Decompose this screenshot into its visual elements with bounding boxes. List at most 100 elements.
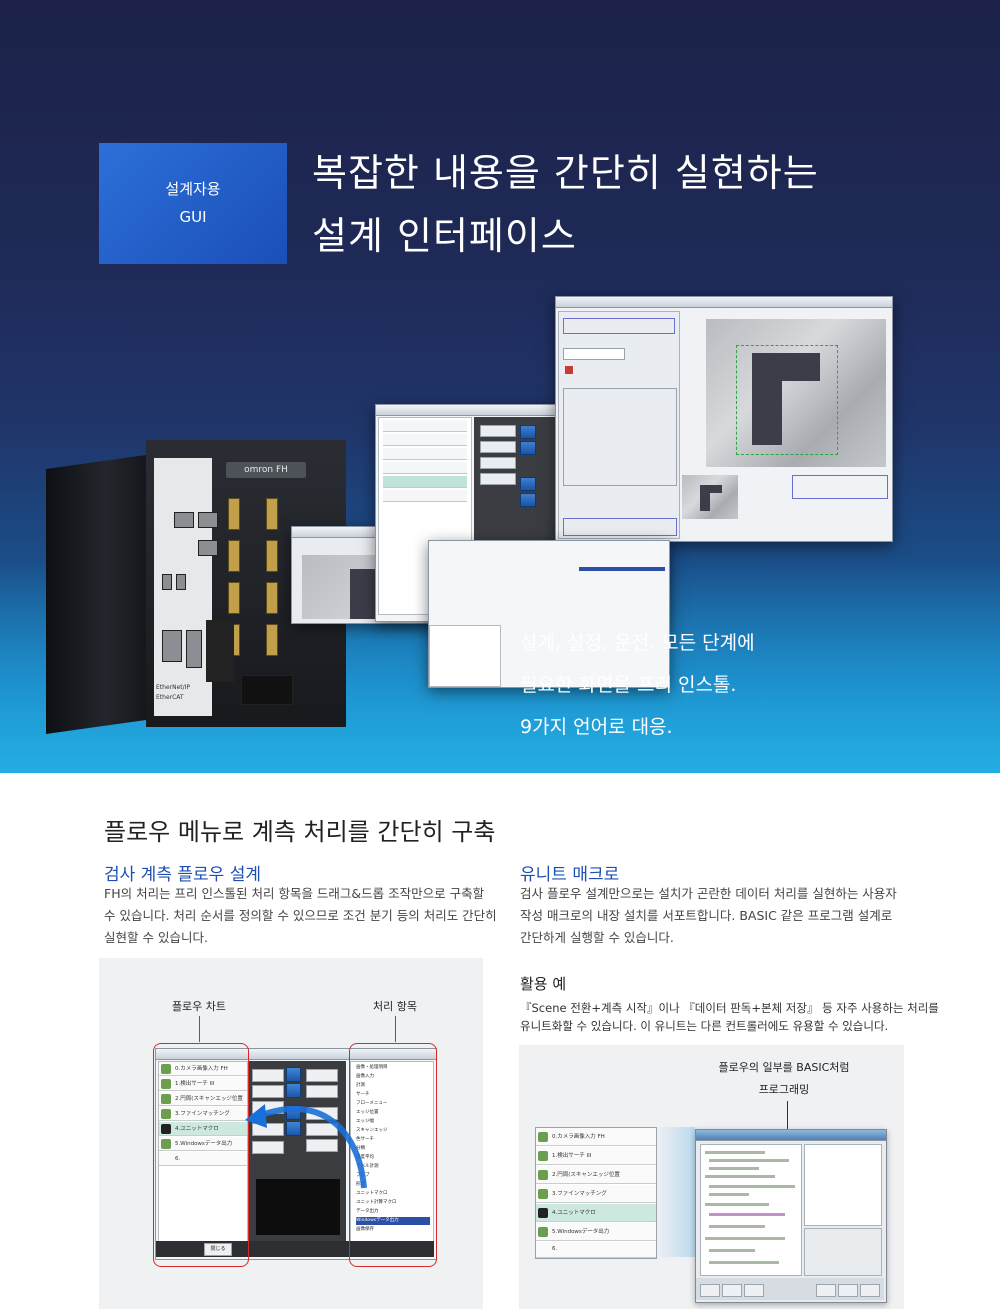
process-items-pointer bbox=[395, 1016, 396, 1042]
device-footer: EtherNet/IP bbox=[156, 684, 191, 691]
tree-item[interactable]: サーチ bbox=[356, 1092, 370, 1097]
side-buttons bbox=[680, 319, 700, 469]
flow-item-selected[interactable]: 4.ユニットマクロ bbox=[536, 1204, 656, 1222]
flow-item[interactable]: 6. bbox=[536, 1242, 656, 1258]
category-tag-line2: GUI bbox=[179, 208, 207, 226]
left-para-line2: 수 있습니다. 처리 순서를 정의할 수 있으므로 조건 분기 등의 처리도 간… bbox=[104, 908, 497, 923]
l-shape-mark bbox=[700, 485, 722, 493]
tool-button[interactable] bbox=[252, 1123, 284, 1136]
flow-editor-figure: 플로우 차트 처리 항목 0.カメラ画像入力 FH 1.検出サーチ III 2.… bbox=[99, 958, 483, 1309]
tree-item[interactable]: 分類 bbox=[356, 1146, 365, 1151]
tree-item[interactable]: ユニット計算マクロ bbox=[356, 1200, 397, 1205]
move-down-icon[interactable] bbox=[286, 1121, 301, 1136]
code-line bbox=[705, 1203, 769, 1206]
caption-pointer bbox=[787, 1101, 788, 1133]
code-editor bbox=[700, 1144, 802, 1276]
flow-editor-window: 0.カメラ画像入力 FH 1.検出サーチ III 2.円周(スキャンエッジ位置 … bbox=[155, 1048, 437, 1260]
tool-button[interactable] bbox=[306, 1139, 338, 1152]
camera-connector bbox=[266, 498, 278, 530]
hero-body-line3: 9가지 언어로 대응. bbox=[520, 716, 673, 738]
left-paragraph: FH의 처리는 프리 인스톨된 처리 항목을 드래그&드롭 조작만으로 구축할 … bbox=[104, 883, 497, 949]
l-shape-mark bbox=[752, 353, 820, 381]
usb-port bbox=[162, 574, 172, 590]
section-title: 플로우 메뉴로 계측 처리를 간단히 구축 bbox=[104, 818, 496, 846]
search-area-group bbox=[563, 388, 677, 486]
tool-button bbox=[480, 473, 516, 485]
flow-item[interactable]: 1.検出サーチ III bbox=[159, 1077, 247, 1091]
arrow-up-icon bbox=[520, 425, 536, 439]
hero-body-line2: 필요한 화면을 프리 인스톨. bbox=[520, 674, 737, 696]
drag-arrow-icon bbox=[245, 1104, 367, 1189]
hero-description: 설계, 설정, 운전. 모든 단계에 필요한 화면을 프리 인스톨. 9가지 언… bbox=[520, 622, 755, 748]
left-para-line1: FH의 처리는 프리 인스톨된 처리 항목을 드래그&드롭 조작만으로 구축할 bbox=[104, 886, 485, 901]
toolbar-button[interactable] bbox=[700, 1284, 720, 1297]
move-down-icon[interactable] bbox=[286, 1083, 301, 1098]
tool-button[interactable] bbox=[306, 1123, 338, 1136]
flow-item-label: 6. bbox=[175, 1156, 181, 1162]
flow-item[interactable]: 1.検出サーチ III bbox=[536, 1147, 656, 1165]
flow-item[interactable]: 5.Windowsデータ出力 bbox=[159, 1137, 247, 1151]
output-icon bbox=[161, 1139, 171, 1149]
window-titlebar bbox=[376, 405, 581, 416]
tree-item[interactable]: 色サーチ bbox=[356, 1137, 374, 1142]
code-line bbox=[709, 1261, 779, 1264]
tree-item[interactable]: 画像・処理項目 bbox=[356, 1065, 388, 1070]
tree-item[interactable]: エッジ幅 bbox=[356, 1119, 374, 1124]
hero-body-line1: 설계, 설정, 운전. 모든 단계에 bbox=[520, 632, 755, 654]
code-line bbox=[709, 1167, 759, 1170]
flow-item[interactable]: 5.Windowsデータ出力 bbox=[536, 1223, 656, 1241]
tool-button[interactable] bbox=[306, 1085, 338, 1098]
tree-item[interactable]: スキャンエッジ bbox=[356, 1128, 388, 1133]
toolbar-button[interactable] bbox=[744, 1284, 764, 1297]
flow-item-label: 0.カメラ画像入力 FH bbox=[552, 1134, 605, 1140]
preview-image bbox=[256, 1179, 340, 1235]
toolbar-button[interactable] bbox=[838, 1284, 858, 1297]
flow-item-selected[interactable]: 4.ユニットマクロ bbox=[159, 1122, 247, 1136]
caption-line2: 프로그래밍 bbox=[758, 1083, 810, 1096]
flow-item[interactable]: 0.カメラ画像入力 FH bbox=[159, 1062, 247, 1076]
matching-icon bbox=[161, 1109, 171, 1119]
matching-icon bbox=[538, 1189, 548, 1199]
flow-item[interactable]: 0.カメラ画像入力 FH bbox=[536, 1128, 656, 1146]
flow-item[interactable]: 6. bbox=[159, 1152, 247, 1166]
right-para-line1: 검사 플로우 설계만으로는 설치가 곤란한 데이터 처리를 실현하는 사용자 bbox=[520, 886, 897, 901]
tree-item[interactable]: フローメニュー bbox=[356, 1101, 388, 1106]
tool-button[interactable] bbox=[252, 1069, 284, 1082]
flow-item[interactable]: 2.円周(スキャンエッジ位置 bbox=[536, 1166, 656, 1184]
toolbar-button[interactable] bbox=[722, 1284, 742, 1297]
io-terminal bbox=[206, 620, 234, 682]
toolbar-button[interactable] bbox=[860, 1284, 880, 1297]
tool-button[interactable] bbox=[252, 1141, 284, 1154]
tree-item[interactable]: 計測 bbox=[356, 1083, 365, 1088]
tree-item[interactable]: 濃度平均 bbox=[356, 1155, 374, 1160]
close-button[interactable]: 閉じる bbox=[204, 1243, 232, 1256]
toolbar-button[interactable] bbox=[816, 1284, 836, 1297]
command-list bbox=[804, 1144, 882, 1226]
flow-item[interactable]: 3.ファインマッチング bbox=[536, 1185, 656, 1203]
tool-button[interactable] bbox=[252, 1085, 284, 1098]
example-line1: 『Scene 전환+계측 시작』이나 『데이터 판독+본체 저장』 등 자주 사… bbox=[520, 1001, 939, 1015]
screenshot-model-settings bbox=[555, 296, 893, 542]
tree-item-selected[interactable]: Windowsデータ出力 bbox=[356, 1217, 430, 1225]
tree-item[interactable]: 画像保存 bbox=[356, 1227, 374, 1232]
ethernet-port bbox=[198, 512, 218, 528]
code-line bbox=[709, 1159, 789, 1162]
tree-item[interactable]: 形状 bbox=[356, 1182, 365, 1187]
tree-item[interactable]: ラベル計測 bbox=[356, 1164, 379, 1169]
mini-flow-list: 0.カメラ画像入力 FH 1.検出サーチ III 2.円周(スキャンエッジ位置 … bbox=[535, 1127, 657, 1259]
window-titlebar bbox=[556, 297, 892, 308]
tree-item[interactable]: ユニットマクロ bbox=[356, 1191, 388, 1196]
right-paragraph: 검사 플로우 설계만으로는 설치가 곤란한 데이터 처리를 실현하는 사용자 작… bbox=[520, 883, 897, 949]
flow-item[interactable]: 3.ファインマッチング bbox=[159, 1107, 247, 1121]
tree-item[interactable]: エッジ位置 bbox=[356, 1110, 379, 1115]
tree-item[interactable]: データ出力 bbox=[356, 1209, 379, 1214]
ethernet-port bbox=[174, 512, 194, 528]
move-up-icon[interactable] bbox=[286, 1067, 301, 1082]
zoom-beam bbox=[655, 1127, 695, 1257]
flow-item[interactable]: 2.円周(スキャンエッジ位置 bbox=[159, 1092, 247, 1106]
arrow-down-icon bbox=[520, 441, 536, 455]
flow-item-label: 0.カメラ画像入力 FH bbox=[175, 1066, 228, 1072]
tree-item[interactable]: 画像入力 bbox=[356, 1074, 374, 1079]
flow-item-label: 3.ファインマッチング bbox=[175, 1111, 230, 1117]
tool-button[interactable] bbox=[306, 1069, 338, 1082]
